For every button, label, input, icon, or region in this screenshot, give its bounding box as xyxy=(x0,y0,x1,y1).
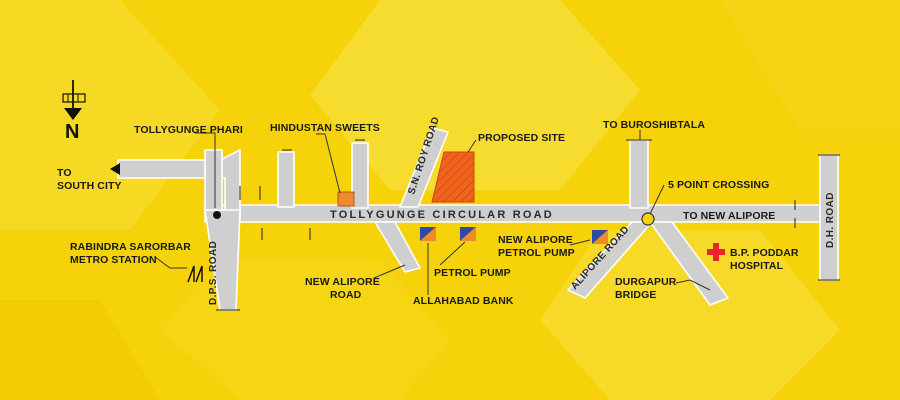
dh-road-label: D.H. ROAD xyxy=(825,192,836,248)
sn-roy-road-shape xyxy=(399,127,449,208)
proposed-site xyxy=(431,151,475,203)
label-to-south-city-2: SOUTH CITY xyxy=(57,180,122,192)
durgapur-road-shape xyxy=(649,221,729,306)
label-to-buroshibtala: TO BUROSHIBTALA xyxy=(603,119,705,131)
label-five-point-crossing: 5 POINT CROSSING xyxy=(668,179,769,191)
five-point-crossing-marker xyxy=(641,212,655,226)
roads xyxy=(117,127,839,311)
label-to-new-alipore: TO NEW ALIPORE xyxy=(683,210,775,222)
hospital-cross-icon xyxy=(707,243,725,261)
petrol-pump-icon xyxy=(592,230,608,244)
label-new-alipore-pp-1: NEW ALIPORE xyxy=(498,234,573,246)
sweets-marker-icon xyxy=(337,191,355,207)
label-new-alipore-road-2: ROAD xyxy=(330,289,362,301)
north-label: N xyxy=(65,121,79,143)
label-rabindra-2: METRO STATION xyxy=(70,254,157,266)
label-petrol-pump: PETROL PUMP xyxy=(434,267,511,279)
label-bp-poddar-2: HOSPITAL xyxy=(730,260,784,272)
label-bp-poddar-1: B.P. PODDAR xyxy=(730,247,799,259)
north-arrow-icon xyxy=(62,80,86,120)
arrow-left-icon xyxy=(110,163,120,175)
label-new-alipore-pp-2: PETROL PUMP xyxy=(498,247,575,259)
leader-lines xyxy=(154,130,711,295)
new-alipore-road-shape xyxy=(374,221,421,273)
metro-icon xyxy=(187,265,203,283)
label-rabindra-1: RABINDRA SARORBAR xyxy=(70,241,191,253)
phari-road-shape xyxy=(204,149,223,211)
label-durgapur-1: DURGAPUR xyxy=(615,276,677,288)
label-durgapur-2: BRIDGE xyxy=(615,289,656,301)
main-road-label: TOLLYGUNGE CIRCULAR ROAD xyxy=(330,209,554,221)
label-new-alipore-road-1: NEW ALIPORE xyxy=(305,276,380,288)
bank-icon xyxy=(420,227,436,241)
petrol-pump-icon xyxy=(460,227,476,241)
label-allahabad-bank: ALLAHABAD BANK xyxy=(413,295,514,307)
road-ticks xyxy=(216,139,840,311)
label-hindustan-sweets: HINDUSTAN SWEETS xyxy=(270,122,380,134)
label-tollygunge-phari: TOLLYGUNGE PHARI xyxy=(134,124,243,136)
phari-dot xyxy=(213,211,221,219)
label-to-south-city-1: TO xyxy=(57,167,72,179)
dps-road-label: D.P.S. ROAD xyxy=(208,241,219,305)
label-proposed-site: PROPOSED SITE xyxy=(478,132,565,144)
